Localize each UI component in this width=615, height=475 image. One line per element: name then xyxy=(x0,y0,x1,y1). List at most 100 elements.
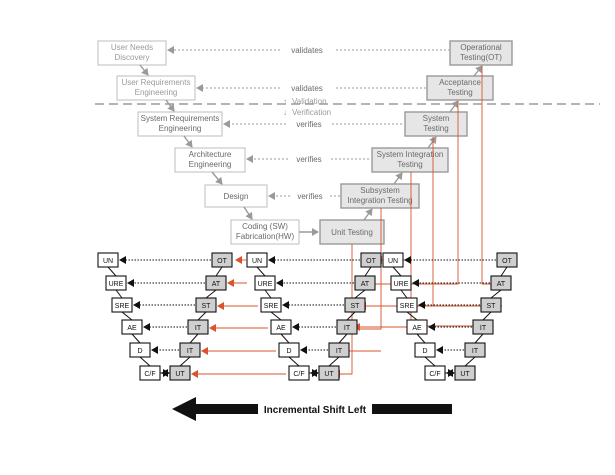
mini-descent-line xyxy=(406,311,418,321)
mini-left-label: D xyxy=(286,348,291,355)
mini-descent-line xyxy=(264,289,272,299)
sys-integration-line1: System Integration xyxy=(377,150,444,159)
mini-right-box-ot: OT xyxy=(360,252,382,268)
mini-right-label: OT xyxy=(217,258,227,265)
mini-right-box-it: IT xyxy=(472,319,494,335)
system-testing-line1: System xyxy=(423,114,450,123)
subsystem-integration-testing-box: Subsystem Integration Testing xyxy=(340,183,420,209)
coding-line1: Coding (SW) xyxy=(242,222,288,231)
mini-right-box-ot: OT xyxy=(496,252,518,268)
mini-v-models: UN OT URE AT SRE ST AE IT D IT C/F UT UN OT URE AT SRE ST… xyxy=(97,252,518,381)
mini-left-label: SRE xyxy=(115,303,130,310)
mini-right-label: IT xyxy=(480,325,487,332)
mini-right-box-ut: UT xyxy=(318,365,340,381)
mini-left-box-ae: AE xyxy=(121,319,143,335)
mini-right-box-ut: UT xyxy=(454,365,476,381)
mini-left-label: URE xyxy=(258,281,273,288)
mini-left-box-cf: C/F xyxy=(288,365,310,381)
mini-right-box-it: IT xyxy=(179,342,201,358)
mini-right-box-ut: UT xyxy=(169,365,191,381)
mini-left-label: UN xyxy=(103,258,113,265)
verifies-label-2: verifies xyxy=(296,155,321,164)
mini-right-label: IT xyxy=(472,348,479,355)
op-testing-line1: Operational xyxy=(460,43,502,52)
mini-left-label: URE xyxy=(394,281,409,288)
mini-left-label: D xyxy=(422,348,427,355)
mini-left-label: C/F xyxy=(429,371,440,378)
user-needs-discovery-box: User Needs Discovery xyxy=(97,40,167,66)
mini-right-label: ST xyxy=(202,303,212,310)
mini-left-box-ure: URE xyxy=(105,275,127,291)
mini-right-label: IT xyxy=(187,348,194,355)
mini-ascent-line xyxy=(197,311,207,321)
user-requirements-engineering-box: User Requirements Engineering xyxy=(116,75,196,101)
mini-left-label: SRE xyxy=(264,303,279,310)
mini-left-box-un: UN xyxy=(246,252,268,268)
incremental-shift-left-label: Incremental Shift Left xyxy=(264,405,367,416)
subsys-integration-line2: Integration Testing xyxy=(347,196,412,205)
mini-descent-line xyxy=(392,266,402,277)
mini-right-label: AT xyxy=(497,281,506,288)
sys-req-line2: Engineering xyxy=(159,124,202,133)
verification-label: ↓Verification xyxy=(283,108,331,117)
mini-ascent-line xyxy=(328,356,340,367)
acceptance-testing-box: Acceptance Testing xyxy=(426,75,494,101)
mini-left-box-d: D xyxy=(414,342,436,358)
mini-left-box-d: D xyxy=(278,342,300,358)
mini-right-label: OT xyxy=(366,258,376,265)
mini-left-box-sre: SRE xyxy=(260,297,282,313)
coding-line2: Fabrication(HW) xyxy=(236,232,295,241)
mini-left-label: C/F xyxy=(144,371,155,378)
mini-descent-line xyxy=(139,356,151,367)
system-testing-box: System Testing xyxy=(404,111,468,137)
mini-ascent-line xyxy=(490,289,502,299)
mini-left-box-ure: URE xyxy=(254,275,276,291)
incremental-shift-left-arrow: Incremental Shift Left xyxy=(172,397,452,421)
mini-left-box-ae: AE xyxy=(270,319,292,335)
mini-left-box-d: D xyxy=(129,342,151,358)
mini-ascent-line xyxy=(482,311,492,321)
mini-right-box-at: AT xyxy=(354,275,376,291)
mini-right-label: AT xyxy=(212,281,221,288)
mini-left-label: UN xyxy=(388,258,398,265)
mini-descent-line xyxy=(288,356,300,367)
mini-left-label: D xyxy=(137,348,142,355)
mini-left-label: C/F xyxy=(293,371,304,378)
mini-right-label: OT xyxy=(502,258,512,265)
mini-right-box-at: AT xyxy=(205,275,227,291)
mini-descent-line xyxy=(424,356,436,367)
mini-v-stage-2: UN OT URE AT SRE ST AE IT D IT C/F UT xyxy=(246,252,382,381)
acceptance-line1: Acceptance xyxy=(439,78,481,87)
mini-left-label: SRE xyxy=(400,303,415,310)
mini-right-box-st: ST xyxy=(195,297,217,313)
mini-left-box-cf: C/F xyxy=(424,365,446,381)
mini-left-box-sre: SRE xyxy=(396,297,418,313)
sys-req-line1: System Requirements xyxy=(141,114,220,123)
mini-right-label: IT xyxy=(336,348,343,355)
verifies-label-3: verifies xyxy=(297,192,322,201)
mini-descent-line xyxy=(121,311,133,321)
mini-left-label: AE xyxy=(276,325,286,332)
mini-right-label: ST xyxy=(487,303,497,310)
relation-lines xyxy=(167,46,449,200)
mini-left-box-sre: SRE xyxy=(111,297,133,313)
mini-ascent-line xyxy=(205,289,217,299)
mini-right-label: IT xyxy=(344,325,351,332)
mini-ascent-line xyxy=(500,266,508,277)
operational-testing-box: Operational Testing(OT) xyxy=(449,40,513,66)
mini-right-label: ST xyxy=(351,303,361,310)
validates-label-1: validates xyxy=(291,46,323,55)
unit-testing-box: Unit Testing xyxy=(319,219,385,245)
mini-descent-line xyxy=(416,333,426,344)
mini-ascent-line xyxy=(354,289,366,299)
mini-right-box-at: AT xyxy=(490,275,512,291)
mini-left-box-ure: URE xyxy=(390,275,412,291)
mini-descent-line xyxy=(400,289,408,299)
mini-descent-line xyxy=(256,266,266,277)
mini-descent-line xyxy=(131,333,141,344)
mini-descent-line xyxy=(270,311,282,321)
mini-right-box-it: IT xyxy=(187,319,209,335)
arch-line2: Engineering xyxy=(189,160,232,169)
